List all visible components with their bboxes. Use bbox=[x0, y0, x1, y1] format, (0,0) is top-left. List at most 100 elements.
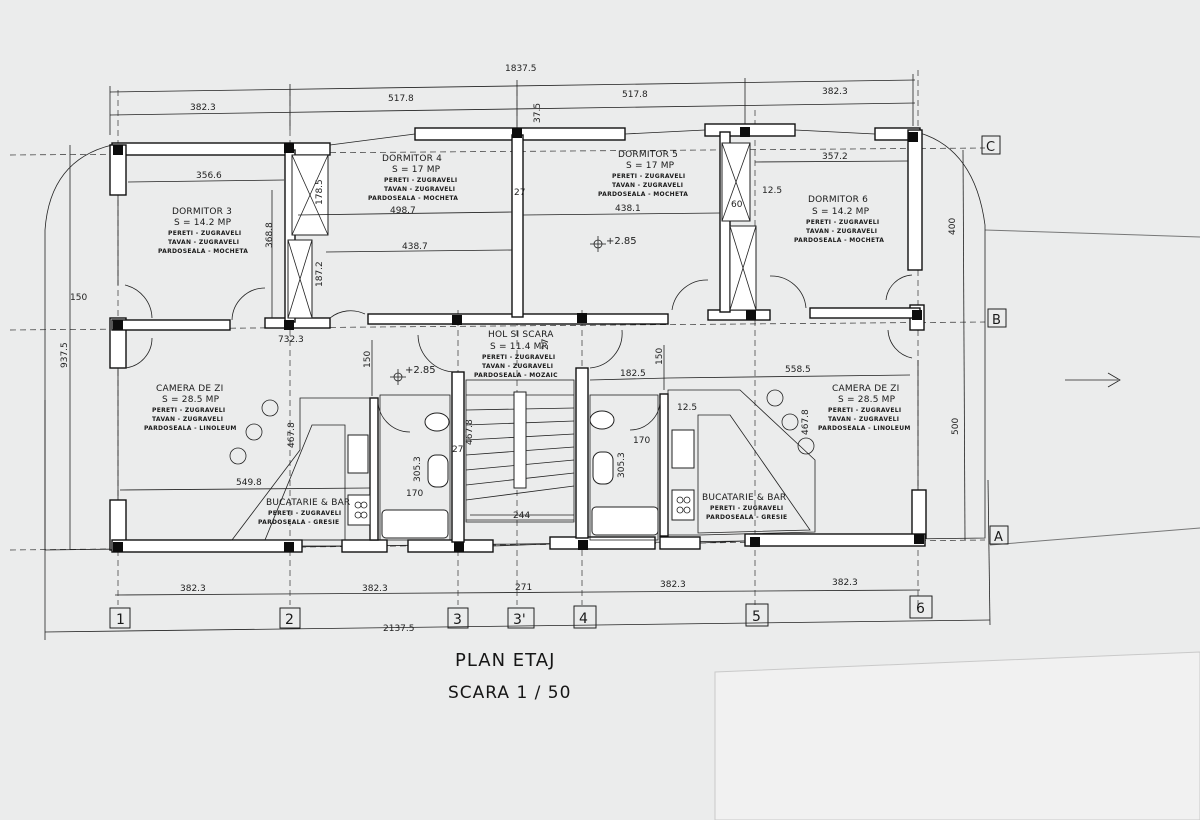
room-line: TAVAN - ZUGRAVELI bbox=[828, 416, 899, 423]
room-name: DORMITOR 3 bbox=[172, 207, 232, 217]
right-dim-500: 500 bbox=[951, 418, 961, 435]
top-dimension-chain: 1837.5 382.3 517.8 517.8 382.3 bbox=[109, 64, 916, 135]
overall-bottom-dim: 2137.5 bbox=[383, 624, 415, 634]
axis-label-B: B bbox=[992, 313, 1001, 328]
axis-label-6: 6 bbox=[916, 601, 925, 617]
dim-bath-305-left: 305.3 bbox=[413, 456, 423, 482]
room-line: PERETI - ZUGRAVELI bbox=[384, 177, 457, 184]
room-area: S = 14.2 MP bbox=[174, 218, 232, 228]
dim-150-right: 150 bbox=[655, 348, 665, 365]
room-line: PARDOSEALA - MOCHETA bbox=[794, 237, 884, 244]
room-name: CAMERA DE ZI bbox=[832, 384, 900, 394]
dim-hall-27: 27 bbox=[452, 445, 463, 455]
dim-558: 558.5 bbox=[785, 365, 811, 375]
paper-overlap-sheet bbox=[714, 651, 1200, 820]
dim-wall-27a: 27 bbox=[514, 188, 525, 198]
room-camera-de-zi-right: CAMERA DE ZI S = 28.5 MP PERETI - ZUGRAV… bbox=[818, 384, 910, 432]
inner-dimension-lines bbox=[119, 160, 911, 516]
dim-182: 182.5 bbox=[620, 369, 646, 379]
overall-top-dim: 1837.5 bbox=[505, 64, 537, 74]
door-swings bbox=[124, 274, 913, 433]
room-bucatarie-left: BUCATARIE & BAR PERETI - ZUGRAVELI PARDO… bbox=[258, 498, 350, 526]
inner-dimension-texts: 356.6 498.7 438.7 438.1 357.2 368.8 178.… bbox=[196, 103, 848, 521]
room-line: PARDOSEALA - MOZAIC bbox=[474, 372, 558, 379]
dim-12-5-top: 12.5 bbox=[762, 186, 782, 196]
room-line: PERETI - ZUGRAVELI bbox=[168, 230, 241, 237]
room-line: PERETI - ZUGRAVELI bbox=[268, 510, 341, 517]
axis-label-4: 4 bbox=[579, 611, 588, 627]
room-line: PERETI - ZUGRAVELI bbox=[806, 219, 879, 226]
dim-bath-170-right: 170 bbox=[633, 436, 650, 446]
dim-hall-467: 467.8 bbox=[465, 419, 475, 445]
stair bbox=[465, 379, 575, 523]
bottom-dim-5: 382.3 bbox=[832, 578, 858, 588]
room-area: S = 17 MP bbox=[392, 165, 441, 175]
right-dimension-line bbox=[962, 149, 966, 541]
room-name: BUCATARIE & BAR bbox=[266, 498, 350, 508]
room-line: TAVAN - ZUGRAVELI bbox=[152, 416, 223, 423]
dim-732: 732.3 bbox=[278, 335, 304, 345]
room-name: DORMITOR 6 bbox=[808, 195, 868, 205]
right-dim-400: 400 bbox=[948, 218, 958, 235]
dim-d4-width2: 438.7 bbox=[402, 242, 428, 252]
room-line: PARDOSEALA - GRESIE bbox=[258, 519, 339, 526]
bathroom-fixtures bbox=[379, 394, 659, 541]
dim-wall-27b: 27 bbox=[541, 339, 551, 350]
top-dim-2: 517.8 bbox=[388, 94, 414, 104]
room-name: CAMERA DE ZI bbox=[156, 384, 224, 394]
room-line: PERETI - ZUGRAVELI bbox=[612, 173, 685, 180]
room-line: TAVAN - ZUGRAVELI bbox=[168, 239, 239, 246]
bottom-dimension-chain: 382.3 382.3 271 382.3 382.3 2137.5 bbox=[44, 400, 991, 640]
room-line: PERETI - ZUGRAVELI bbox=[828, 407, 901, 414]
room-area: S = 17 MP bbox=[626, 161, 675, 171]
room-line: TAVAN - ZUGRAVELI bbox=[806, 228, 877, 235]
level-marker-lower: +2.85 bbox=[405, 365, 436, 376]
dim-12-5-right: 12.5 bbox=[677, 403, 697, 413]
axis-label-3prime: 3' bbox=[513, 612, 526, 628]
room-dormitor-4: DORMITOR 4 S = 17 MP PERETI - ZUGRAVELI … bbox=[368, 154, 458, 202]
bottom-dim-1: 382.3 bbox=[180, 584, 206, 594]
top-dim-4: 382.3 bbox=[822, 87, 848, 97]
axis-label-3: 3 bbox=[453, 612, 462, 628]
top-dim-3: 517.8 bbox=[622, 90, 648, 100]
paper-fold-lower bbox=[989, 527, 1200, 546]
left-dim-937: 937.5 bbox=[60, 342, 70, 368]
dim-d5-width: 438.1 bbox=[615, 204, 641, 214]
axis-label-A: A bbox=[994, 530, 1003, 545]
plan-title: PLAN ETAJ bbox=[455, 650, 556, 671]
room-area: S = 14.2 MP bbox=[812, 207, 870, 217]
room-name: BUCATARIE & BAR bbox=[702, 493, 786, 503]
room-line: PERETI - ZUGRAVELI bbox=[710, 505, 783, 512]
room-line: TAVAN - ZUGRAVELI bbox=[482, 363, 553, 370]
dim-d4-width: 498.7 bbox=[390, 206, 416, 216]
level-markers: +2.85 +2.85 bbox=[390, 236, 637, 385]
room-hol-si-scara: HOL SI SCARA S = 11.4 MP PERETI - ZUGRAV… bbox=[474, 330, 558, 379]
axis-label-2: 2 bbox=[285, 612, 294, 628]
kitchen-fixtures bbox=[229, 389, 816, 541]
direction-arrow-icon bbox=[1065, 372, 1121, 388]
dim-wall-37: 37.5 bbox=[533, 103, 543, 123]
dim-d6-width: 357.2 bbox=[822, 152, 848, 162]
room-dormitor-5: DORMITOR 5 S = 17 MP PERETI - ZUGRAVELI … bbox=[598, 150, 688, 198]
room-line: TAVAN - ZUGRAVELI bbox=[384, 186, 455, 193]
room-name: HOL SI SCARA bbox=[488, 330, 554, 340]
room-line: PERETI - ZUGRAVELI bbox=[482, 354, 555, 361]
bottom-dim-4: 382.3 bbox=[660, 580, 686, 590]
bottom-dim-2: 382.3 bbox=[362, 584, 388, 594]
axis-labels-horizontal: C B A bbox=[981, 135, 1009, 545]
room-area: S = 28.5 MP bbox=[162, 395, 220, 405]
room-name: DORMITOR 4 bbox=[382, 154, 442, 164]
dim-d3-width: 356.6 bbox=[196, 171, 222, 181]
room-bucatarie-right: BUCATARIE & BAR PERETI - ZUGRAVELI PARDO… bbox=[702, 493, 787, 521]
top-dim-1: 382.3 bbox=[190, 103, 216, 113]
room-name: DORMITOR 5 bbox=[618, 150, 678, 160]
bottom-dim-3: 271 bbox=[515, 583, 532, 593]
axis-label-5: 5 bbox=[752, 609, 761, 625]
room-dormitor-3: DORMITOR 3 S = 14.2 MP PERETI - ZUGRAVEL… bbox=[158, 207, 248, 255]
axis-label-1: 1 bbox=[116, 612, 125, 628]
dim-kitchen-549: 549.8 bbox=[236, 478, 262, 488]
room-camera-de-zi-left: CAMERA DE ZI S = 28.5 MP PERETI - ZUGRAV… bbox=[144, 384, 237, 432]
room-line: PARDOSEALA - LINOLEUM bbox=[144, 425, 237, 432]
room-line: TAVAN - ZUGRAVELI bbox=[612, 182, 683, 189]
